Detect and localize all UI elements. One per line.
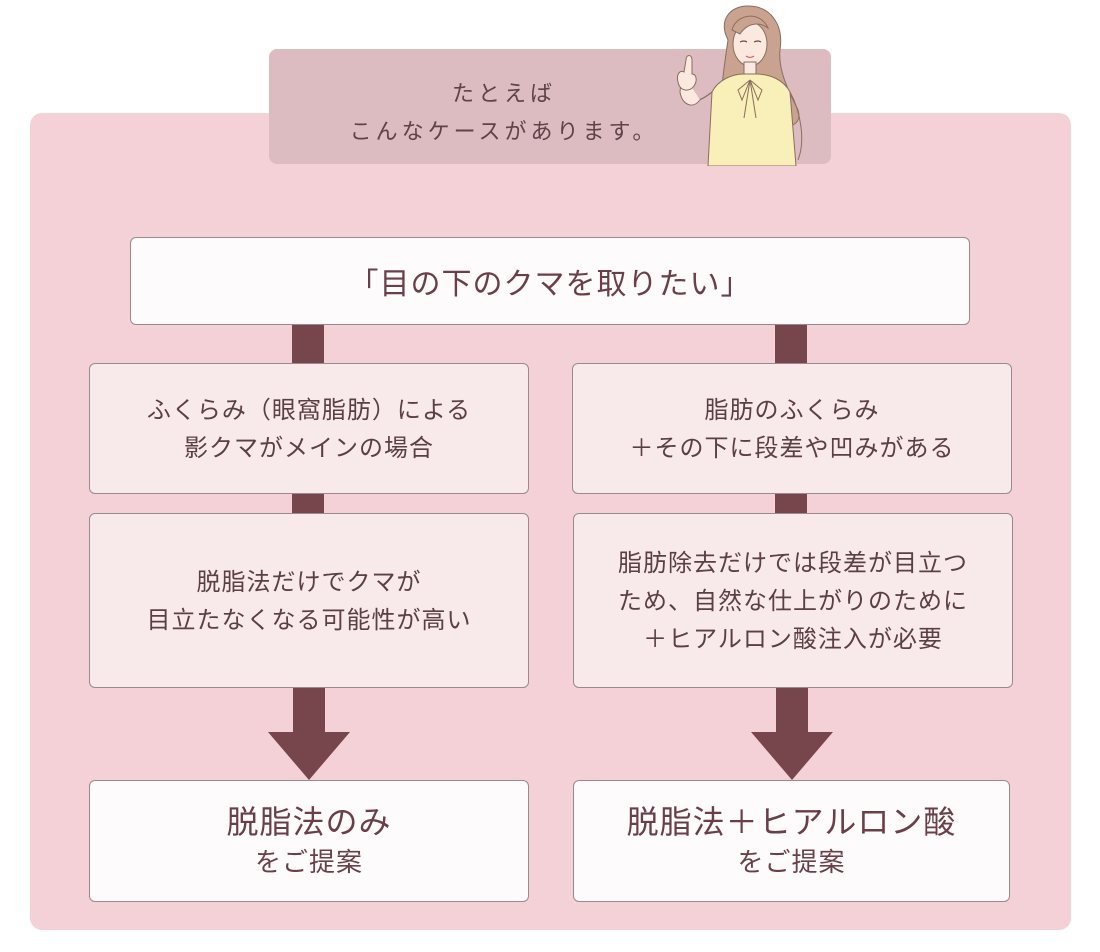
right-detail-line-3: ＋ヒアルロン酸注入が必要: [643, 624, 943, 653]
left-detail-box: 脱脂法だけでクマが 目立たなくなる可能性が高い: [89, 513, 529, 688]
left-detail-line-1: 脱脂法だけでクマが: [196, 567, 422, 596]
left-case-line-1: ふくらみ（眼窩脂肪）による: [146, 395, 472, 424]
arrow-down-right: [751, 686, 833, 780]
left-result-main: 脱脂法のみ: [226, 803, 392, 841]
right-detail-line-1: 脂肪除去だけでは段差が目立つ: [618, 548, 968, 577]
right-result-sub: をご提案: [737, 848, 846, 878]
right-detail-line-2: ため、自然な仕上がりのために: [618, 586, 968, 615]
left-detail-line-2: 目立たなくなる可能性が高い: [146, 605, 472, 634]
connector-top-left: [292, 320, 324, 366]
connector-mid-right: [775, 490, 807, 516]
arrow-down-left: [268, 686, 350, 780]
left-case-line-2: 影クマがメインの場合: [184, 433, 434, 462]
right-result-main: 脱脂法＋ヒアルロン酸: [626, 803, 957, 841]
connector-top-right: [775, 320, 807, 366]
intro-line-1: たとえば: [451, 82, 556, 107]
right-case-box: 脂肪のふくらみ ＋その下に段差や凹みがある: [572, 363, 1012, 494]
right-case-line-1: 脂肪のふくらみ: [704, 395, 880, 424]
question-box: 「目の下のクマを取りたい」: [130, 237, 970, 325]
connector-mid-left: [292, 490, 324, 516]
right-result-box: 脱脂法＋ヒアルロン酸 をご提案: [573, 780, 1010, 902]
right-detail-box: 脂肪除去だけでは段差が目立つ ため、自然な仕上がりのために ＋ヒアルロン酸注入が…: [573, 513, 1013, 688]
right-case-line-2: ＋その下に段差や凹みがある: [629, 433, 955, 462]
question-text: 「目の下のクマを取りたい」: [348, 267, 752, 302]
woman-pointing-illustration: [677, 5, 803, 166]
left-case-box: ふくらみ（眼窩脂肪）による 影クマがメインの場合: [89, 363, 529, 494]
left-result-box: 脱脂法のみ をご提案: [89, 780, 529, 902]
intro-text: たとえば こんなケースがあります。: [269, 76, 739, 152]
intro-line-2: こんなケースがあります。: [349, 120, 659, 145]
left-result-sub: をご提案: [254, 848, 363, 878]
